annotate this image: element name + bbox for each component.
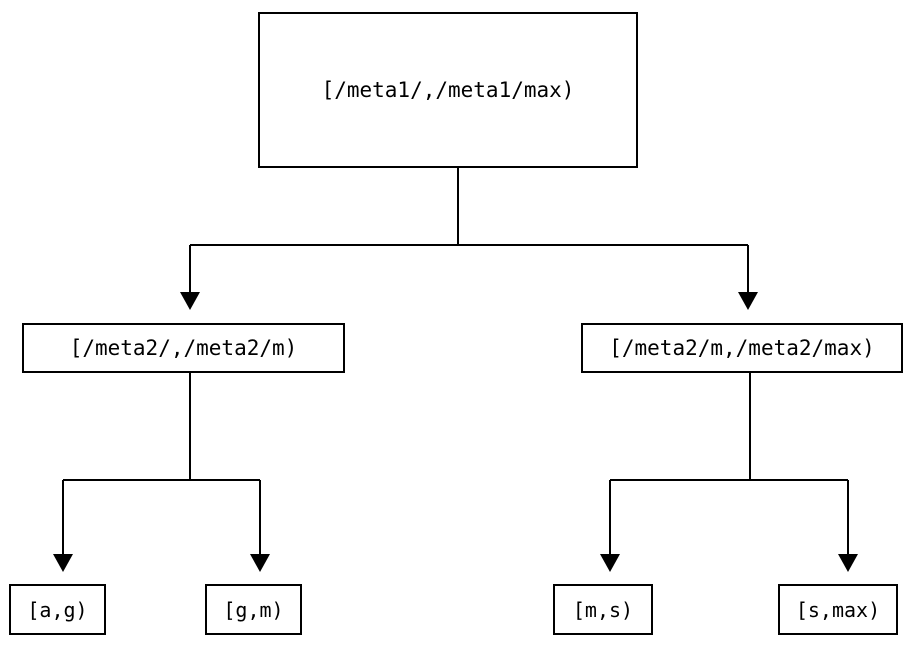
arrowhead-to-leaf-ms (600, 554, 620, 572)
node-mid-left-label: [/meta2/,/meta2/m) (69, 335, 298, 360)
node-root[interactable]: [/meta1/,/meta1/max) (258, 12, 638, 168)
node-leaf-s-max-label: [s,max) (795, 597, 881, 622)
arrowhead-to-leaf-ag (53, 554, 73, 572)
node-leaf-m-s[interactable]: [m,s) (553, 584, 653, 635)
arrowhead-to-mid-left (180, 292, 200, 310)
node-leaf-a-g[interactable]: [a,g) (9, 584, 106, 635)
node-mid-right[interactable]: [/meta2/m,/meta2/max) (581, 323, 903, 373)
node-leaf-a-g-label: [a,g) (27, 597, 88, 622)
node-mid-right-label: [/meta2/m,/meta2/max) (609, 335, 875, 360)
node-root-label: [/meta1/,/meta1/max) (321, 77, 575, 102)
arrowhead-to-leaf-gm (250, 554, 270, 572)
node-mid-left[interactable]: [/meta2/,/meta2/m) (22, 323, 345, 373)
node-leaf-m-s-label: [m,s) (572, 597, 634, 622)
node-leaf-g-m[interactable]: [g,m) (205, 584, 302, 635)
node-leaf-s-max[interactable]: [s,max) (778, 584, 898, 635)
arrowhead-to-mid-right (738, 292, 758, 310)
arrowhead-to-leaf-smax (838, 554, 858, 572)
node-leaf-g-m-label: [g,m) (223, 597, 284, 622)
